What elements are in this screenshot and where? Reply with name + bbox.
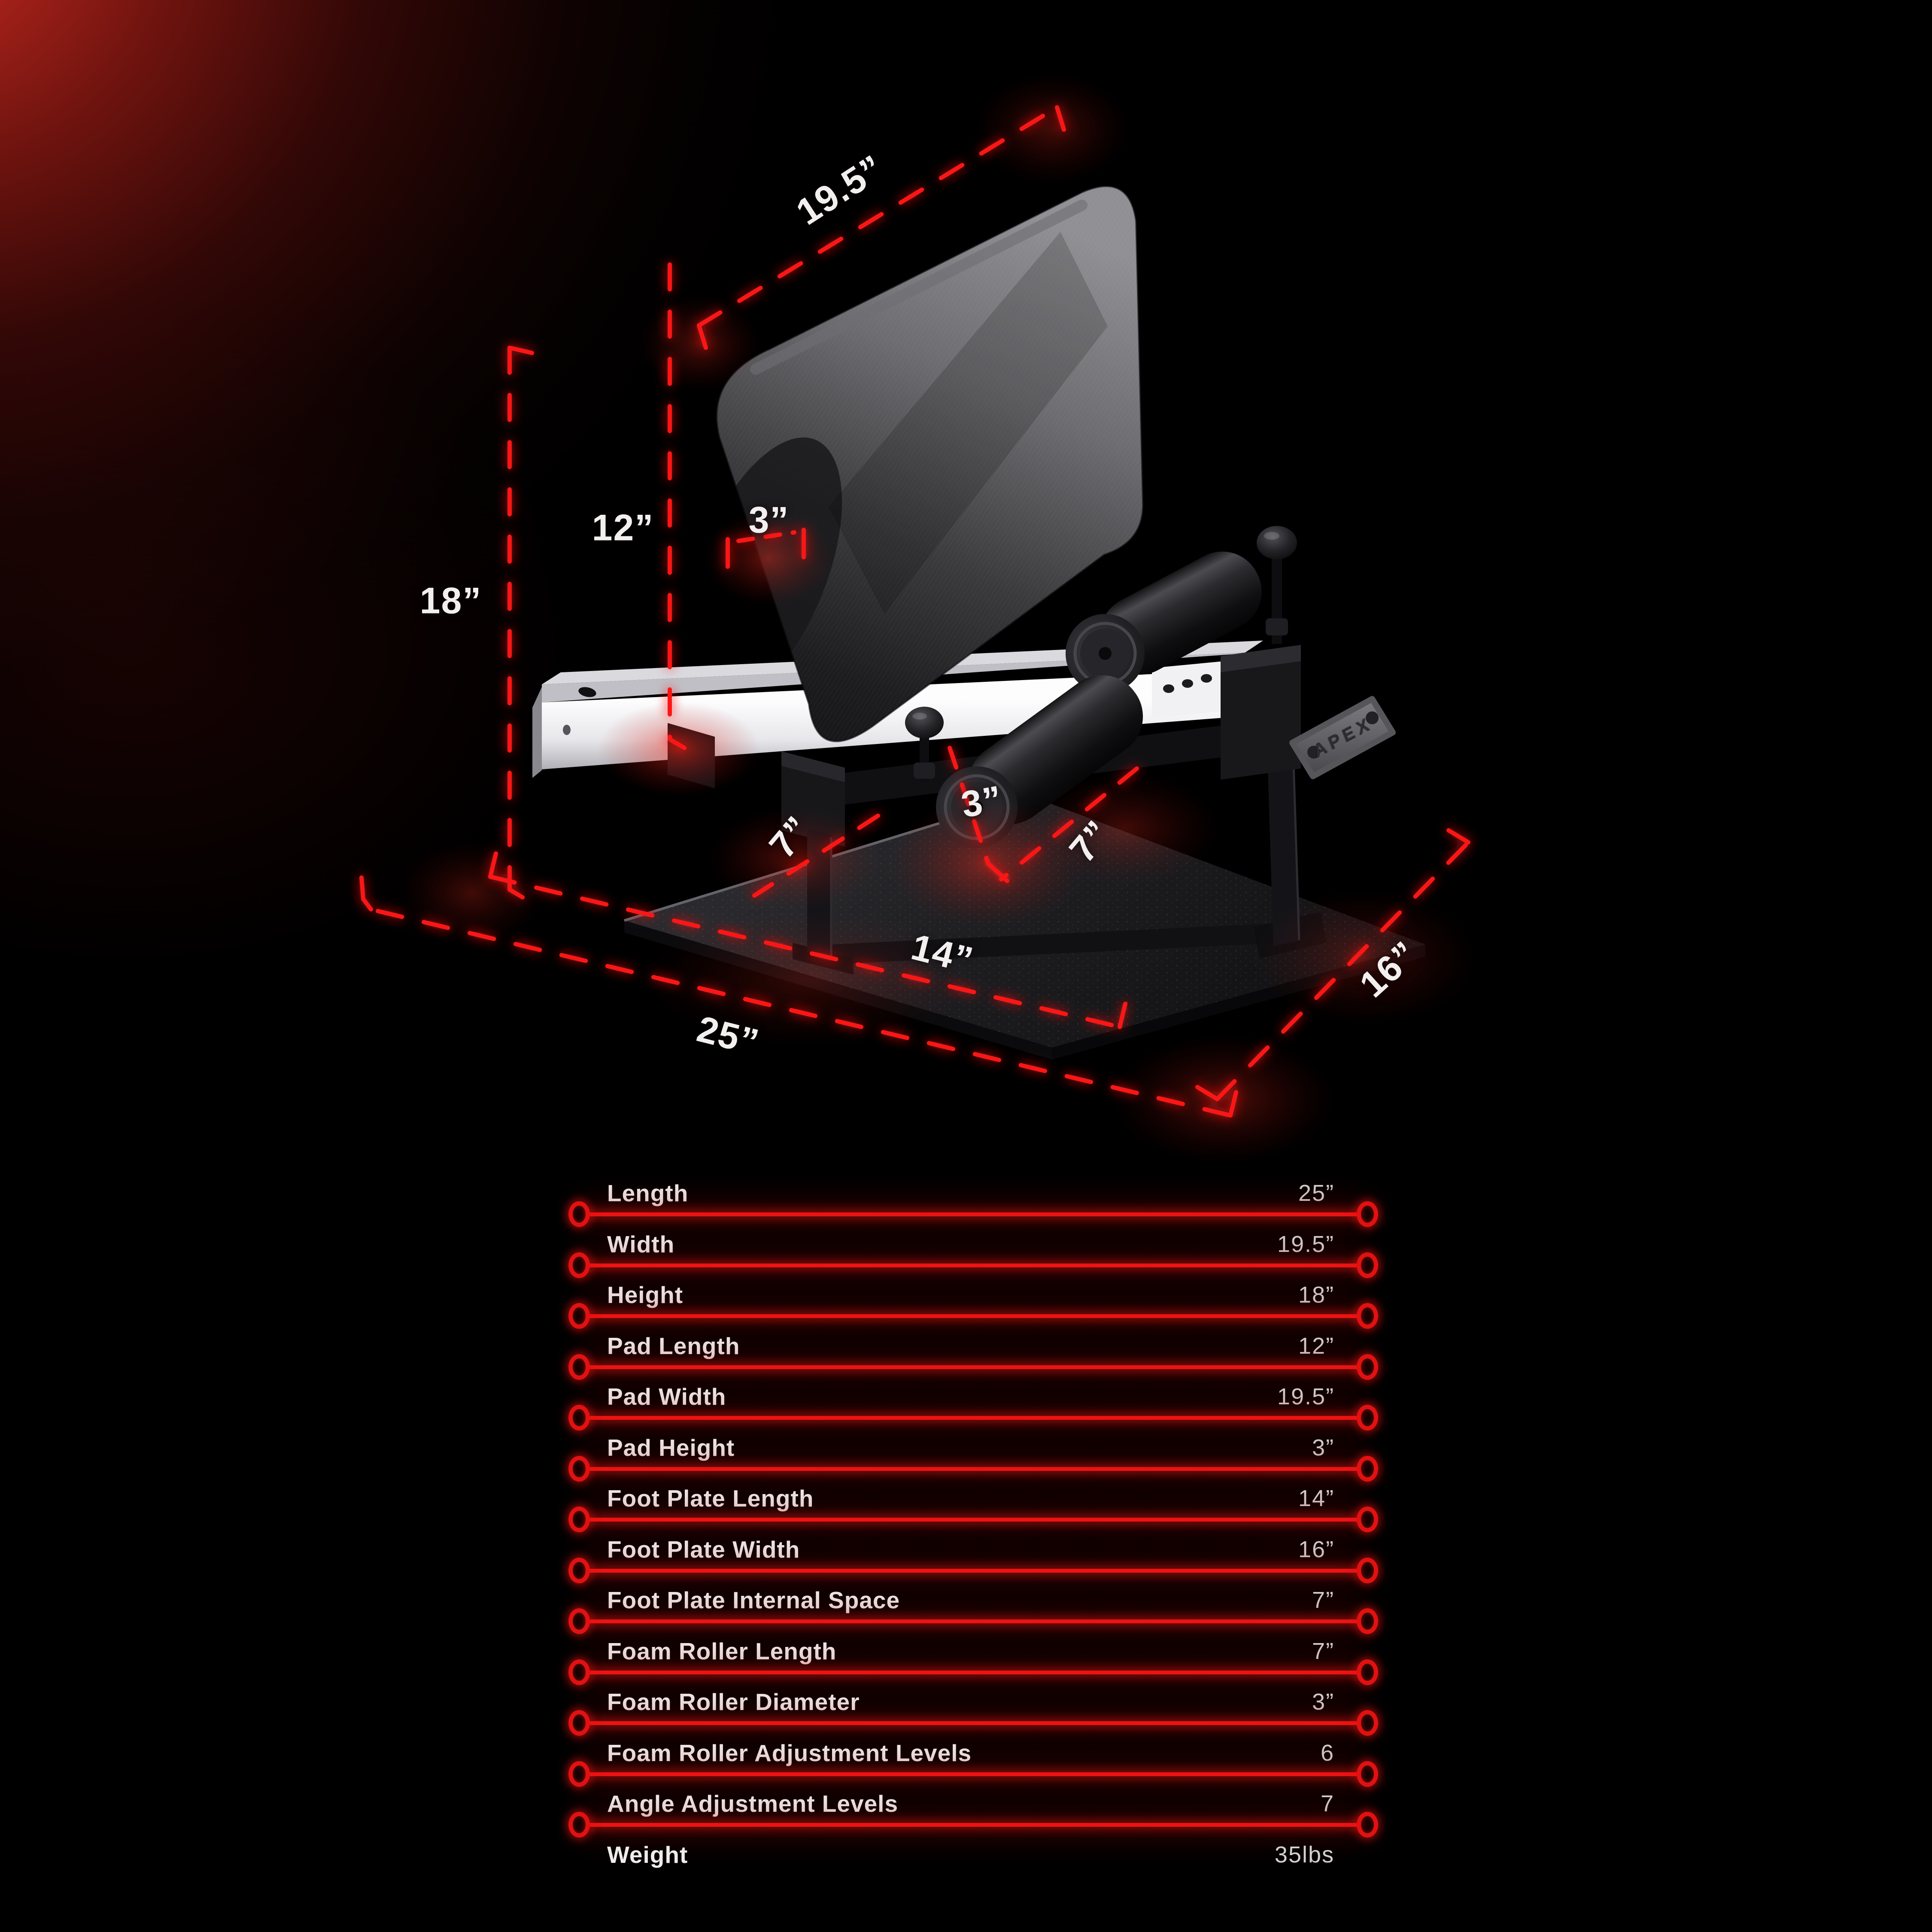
spec-row-value: 19.5” — [1277, 1231, 1334, 1257]
dim-pad-height-label: 3” — [748, 499, 790, 541]
line-endpoint-ring-right — [1357, 1303, 1378, 1329]
spec-divider-line — [568, 1557, 1378, 1583]
line-endpoint-ring-left — [568, 1507, 590, 1532]
spec-divider-line — [568, 1507, 1378, 1532]
spec-row: Weight 35lbs — [568, 1829, 1379, 1880]
spec-row-value: 18” — [1298, 1282, 1334, 1308]
spec-row: Width 19.5” — [568, 1219, 1379, 1278]
spec-divider-line — [568, 1710, 1378, 1736]
spec-table: Length 25” Width 19.5” Height 18” — [568, 1168, 1379, 1880]
line-endpoint-ring-left — [568, 1455, 590, 1482]
line-endpoint-ring-left — [568, 1812, 590, 1838]
line-endpoint-ring-left — [568, 1354, 590, 1380]
spec-row: Foot Plate Internal Space 7” — [568, 1575, 1379, 1634]
apex-end-plate — [1289, 696, 1396, 779]
line-endpoint-ring-right — [1357, 1659, 1378, 1685]
spec-row-value: 7” — [1312, 1587, 1334, 1613]
spec-divider-line — [568, 1303, 1378, 1329]
spec-row: Pad Length 12” — [568, 1321, 1379, 1380]
dimension-lines — [359, 105, 1470, 1118]
spec-row-value: 19.5” — [1277, 1384, 1334, 1410]
spec-row: Foam Roller Diameter 3” — [568, 1677, 1379, 1736]
spec-divider-line — [568, 1354, 1378, 1380]
line-endpoint-ring-right — [1357, 1405, 1378, 1431]
line-endpoint-ring-right — [1357, 1252, 1378, 1278]
spec-row-value: 16” — [1298, 1536, 1334, 1562]
line-endpoint-ring-right — [1357, 1354, 1378, 1380]
spec-divider-line — [568, 1659, 1378, 1685]
line-endpoint-ring-left — [568, 1659, 590, 1685]
spec-divider-line — [568, 1608, 1378, 1634]
spec-row: Foam Roller Adjustment Levels 6 — [568, 1728, 1379, 1787]
spec-row: Foot Plate Width 16” — [568, 1524, 1379, 1583]
spec-row-value: 3” — [1312, 1434, 1334, 1461]
line-endpoint-ring-left — [568, 1608, 590, 1634]
spec-row-value: 14” — [1298, 1485, 1334, 1511]
line-endpoint-ring-right — [1357, 1455, 1378, 1482]
rear-clamp — [1221, 645, 1301, 780]
dim-height-label: 18” — [419, 580, 482, 622]
spec-row: Height 18” — [568, 1270, 1379, 1329]
spec-row-label: Foam Roller Adjustment Levels — [607, 1739, 972, 1766]
spec-row-label: Angle Adjustment Levels — [607, 1790, 899, 1817]
spec-row-value: 7 — [1320, 1791, 1334, 1817]
line-endpoint-ring-right — [1357, 1557, 1378, 1583]
spec-row-label: Foot Plate Internal Space — [607, 1587, 900, 1613]
line-endpoint-ring-left — [568, 1252, 590, 1278]
spec-row: Foam Roller Length 7” — [568, 1626, 1379, 1685]
spec-row: Pad Width 19.5” — [568, 1371, 1379, 1431]
red-glow-haze — [399, 73, 1477, 1163]
spec-row-label: Pad Height — [607, 1434, 735, 1461]
front-pull-pin — [905, 707, 944, 781]
spec-row-value: 35lbs — [1274, 1841, 1334, 1868]
line-endpoint-ring-left — [568, 1710, 590, 1736]
spec-divider-line — [568, 1812, 1378, 1838]
spec-row-value: 3” — [1312, 1689, 1334, 1715]
line-endpoint-ring-right — [1357, 1608, 1378, 1634]
spec-divider-line — [568, 1405, 1378, 1431]
rear-pull-pin — [1257, 526, 1297, 644]
spec-row-value: 6 — [1320, 1740, 1334, 1766]
spec-row-value: 12” — [1298, 1333, 1334, 1359]
line-endpoint-ring-left — [568, 1557, 590, 1583]
spec-divider-line — [568, 1252, 1378, 1278]
dim-roller-diameter-label: 3” — [958, 778, 1005, 826]
spec-row-value: 25” — [1298, 1180, 1334, 1206]
line-endpoint-ring-right — [1357, 1201, 1378, 1227]
spec-divider-line — [568, 1761, 1378, 1787]
spec-divider-line — [568, 1201, 1378, 1227]
spec-row-label: Foam Roller Length — [607, 1637, 837, 1665]
spec-row: Pad Height 3” — [568, 1422, 1379, 1482]
dim-pad-length-label: 12” — [592, 507, 654, 549]
spec-row-label: Weight — [607, 1841, 688, 1868]
line-endpoint-ring-right — [1357, 1761, 1378, 1787]
spec-row-label: Foot Plate Width — [607, 1536, 800, 1563]
spec-row-value: 7” — [1312, 1638, 1334, 1664]
spec-row-label: Length — [607, 1180, 689, 1206]
line-endpoint-ring-left — [568, 1761, 590, 1787]
line-endpoint-ring-right — [1357, 1812, 1378, 1838]
spec-row-label: Foot Plate Length — [607, 1485, 814, 1512]
line-endpoint-ring-right — [1357, 1710, 1378, 1736]
line-endpoint-ring-right — [1357, 1507, 1378, 1532]
adjustment-rail — [1152, 661, 1224, 719]
line-endpoint-ring-left — [568, 1201, 590, 1227]
spec-row: Angle Adjustment Levels 7 — [568, 1778, 1379, 1838]
spec-row-label: Height — [607, 1282, 683, 1308]
spec-row-label: Pad Width — [607, 1383, 726, 1410]
spec-row-label: Pad Length — [607, 1332, 740, 1359]
line-endpoint-ring-left — [568, 1303, 590, 1329]
spec-divider-line — [568, 1455, 1378, 1482]
rear-foam-roller — [1066, 551, 1262, 693]
spec-row-label: Width — [607, 1230, 675, 1258]
spec-row: Length 25” — [568, 1168, 1379, 1227]
spec-row-label: Foam Roller Diameter — [607, 1689, 860, 1715]
spec-row: Foot Plate Length 14” — [568, 1473, 1379, 1532]
line-endpoint-ring-left — [568, 1405, 590, 1431]
